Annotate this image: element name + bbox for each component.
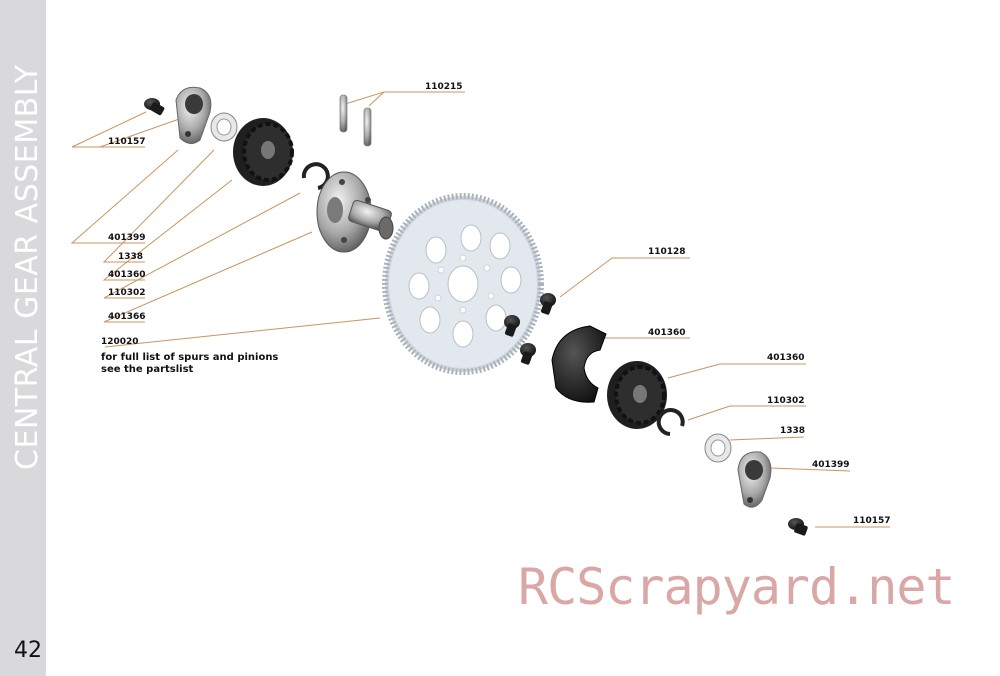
- spur-gear-120020: [382, 193, 544, 375]
- part-label-110157-top: 110157: [108, 137, 146, 147]
- bearing-holder-401399-right: [737, 451, 772, 508]
- spur-hub-401366: [316, 171, 394, 253]
- partslist-note-line2: see the partslist: [101, 364, 194, 375]
- pulley-401360-right: [607, 361, 667, 429]
- part-label-110215: 110215: [425, 82, 463, 92]
- page-number: 42: [14, 638, 42, 663]
- part-label-110128: 110128: [648, 247, 686, 257]
- part-label-1338-right: 1338: [780, 426, 806, 436]
- part-label-401360-mid: 401360: [648, 328, 686, 338]
- sidebar: CENTRAL GEAR ASSEMBLY 42: [0, 0, 46, 676]
- watermark: RCScrapyard.net: [518, 558, 956, 616]
- part-label-401366: 401366: [108, 312, 146, 322]
- leader-lines: [70, 91, 890, 528]
- screws-110128: [504, 293, 556, 365]
- partslist-note: for full list of spurs and pinions see t…: [101, 352, 278, 376]
- part-label-401399-right: 401399: [812, 460, 850, 470]
- part-label-401399-top: 401399: [108, 233, 146, 243]
- part-label-110157-bottom: 110157: [853, 516, 891, 526]
- partslist-note-line1: for full list of spurs and pinions: [101, 352, 279, 363]
- screw-110157-top: [144, 98, 165, 116]
- part-label-120020: 120020: [101, 337, 139, 347]
- bearing-1338-right: [704, 433, 732, 463]
- part-label-1338-top: 1338: [118, 252, 144, 262]
- drive-plate-401360: [551, 325, 607, 403]
- pins-110215: [339, 94, 372, 147]
- e-clip-110302-right: [656, 408, 685, 436]
- pulley-401360-top: [233, 118, 294, 186]
- bearing-1338-top: [210, 112, 238, 142]
- part-label-401360-right: 401360: [767, 353, 805, 363]
- bearing-holder-401399-top: [175, 86, 212, 144]
- part-label-110302-right: 110302: [767, 396, 805, 406]
- screw-110157-bottom: [788, 518, 808, 536]
- part-label-110302-top: 110302: [108, 288, 146, 298]
- part-label-401360-top: 401360: [108, 270, 146, 280]
